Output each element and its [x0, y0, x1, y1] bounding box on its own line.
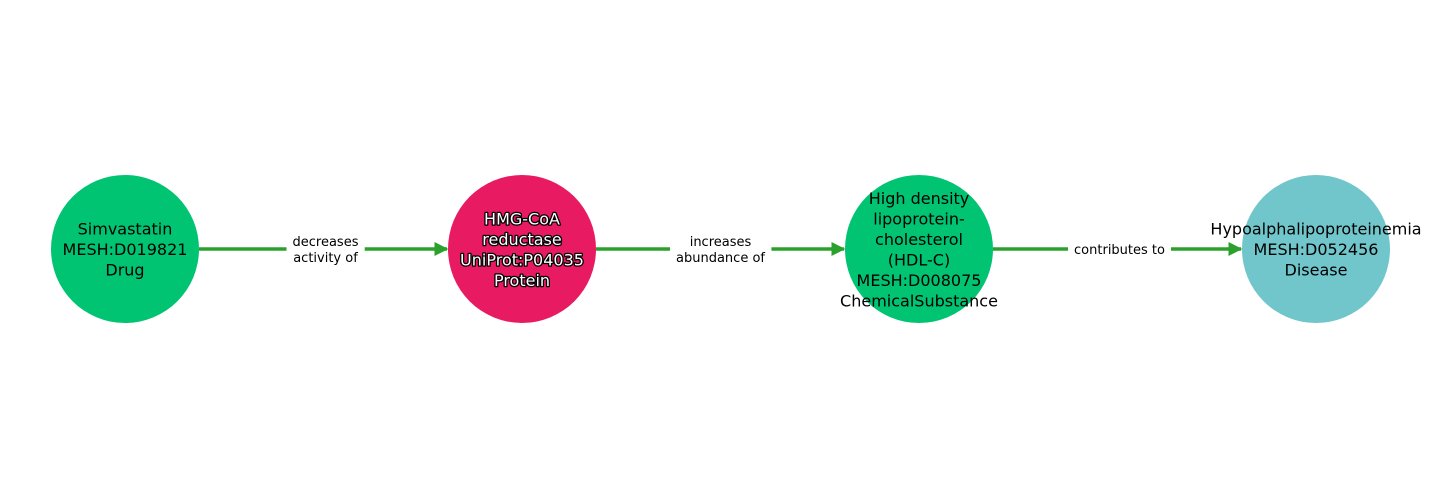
node-label-line: MESH:D019821 [63, 240, 188, 259]
edge-label-background [1068, 241, 1172, 260]
node-label-line: ChemicalSubstance [840, 291, 998, 310]
edge-label-background [670, 233, 772, 268]
edge-label-line: decreases [293, 235, 359, 250]
edge-label-line: activity of [293, 251, 358, 266]
node-circle [845, 175, 993, 323]
edge-label: contributes to [1074, 243, 1165, 258]
node-label-line: MESH:D008075 [857, 271, 982, 290]
edge-label-line: increases [690, 235, 752, 250]
edge-label-background [286, 233, 365, 268]
node-label-line: HMG-CoA [484, 209, 560, 228]
node-label-line: High density [869, 189, 970, 208]
node-circle [51, 175, 199, 323]
node-circle [448, 175, 596, 323]
node-label-line: UniProt:P04035 [460, 250, 584, 269]
node-label-line: Simvastatin [78, 220, 173, 239]
node-label-line: reductase [482, 230, 561, 249]
node-label-line: Disease [1285, 261, 1348, 280]
edge-hdlc-to-hypoalpha: contributes to [993, 241, 1243, 260]
node-label-line: (HDL-C) [888, 250, 950, 269]
node-label-line: lipoprotein- [873, 209, 964, 228]
edge-label-line: abundance of [676, 251, 765, 266]
node-label-line: Protein [494, 271, 550, 290]
node-label-line: cholesterol [875, 230, 963, 249]
node-circle [1242, 175, 1390, 323]
node-label-line: MESH:D052456 [1254, 240, 1379, 259]
node-label-line: Hypoalphalipoproteinemia [1210, 220, 1421, 239]
edge-label-line: contributes to [1074, 243, 1165, 258]
node-label-line: Drug [105, 261, 144, 280]
